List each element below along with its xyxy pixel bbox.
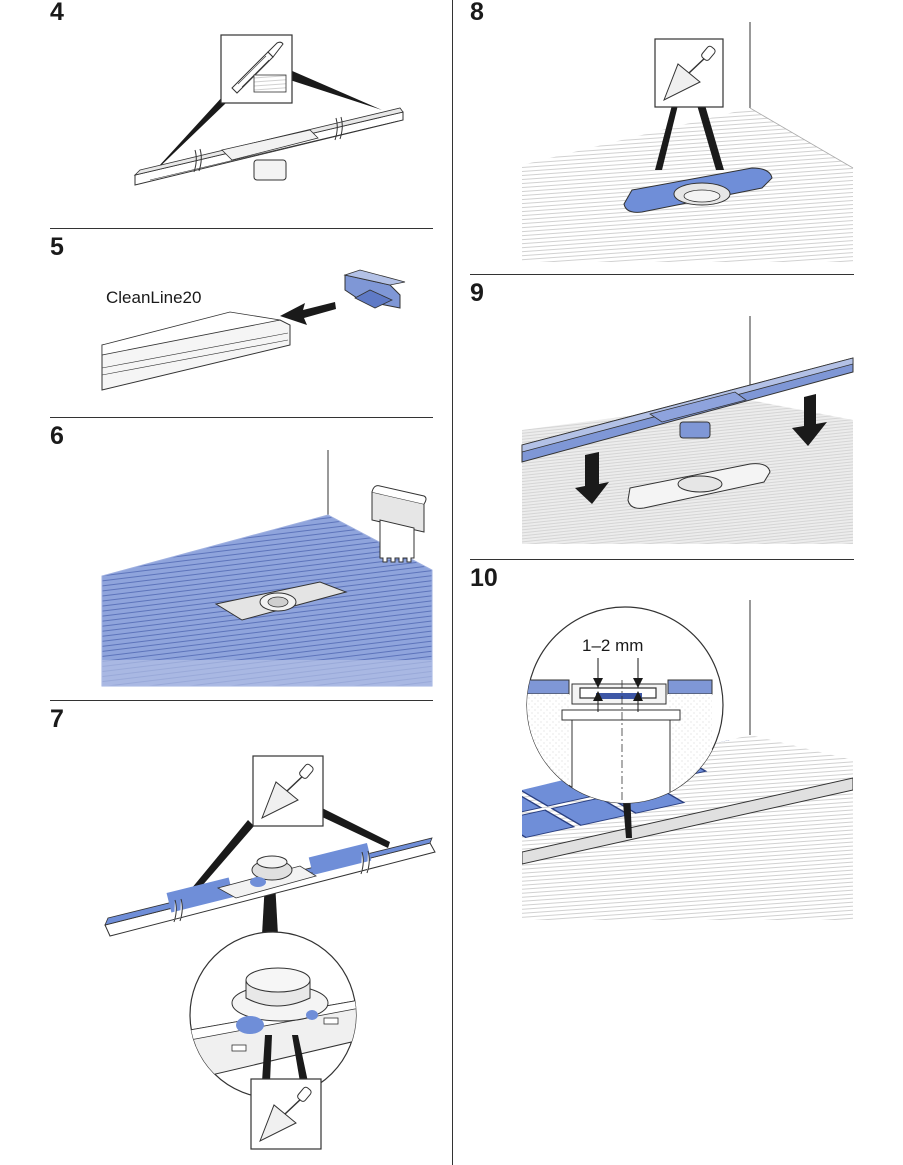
step-number-8: 8 (470, 0, 484, 26)
separator-step-9 (470, 274, 854, 275)
step-9-illustration (521, 316, 854, 544)
step-10-illustration: 1–2 mm (522, 600, 853, 920)
file-tool-icon-drawing (231, 41, 287, 94)
separator-step-7 (50, 700, 433, 701)
step-8-illustration (522, 22, 854, 262)
down-arrow-icon (575, 452, 609, 504)
step-number-6: 6 (50, 422, 64, 450)
step-number-5: 5 (50, 233, 64, 261)
separator-step-5 (50, 228, 433, 229)
step-number-7: 7 (50, 705, 64, 733)
step-6-illustration (101, 450, 433, 687)
separator-step-10 (470, 559, 854, 560)
column-divider (452, 0, 453, 1165)
step-4-illustration (133, 34, 404, 186)
step-5-illustration (101, 269, 406, 391)
down-arrow-icon-2 (792, 394, 827, 446)
step-number-9: 9 (470, 279, 484, 307)
step-number-4: 4 (50, 0, 64, 26)
separator-step-6 (50, 417, 433, 418)
product-label: CleanLine20 (106, 288, 201, 307)
gap-label: 1–2 mm (582, 636, 643, 655)
step-number-10: 10 (470, 564, 498, 592)
left-arrow-icon (280, 302, 336, 325)
notched-trowel-icon (371, 485, 427, 563)
step-7-illustration (104, 755, 436, 1150)
